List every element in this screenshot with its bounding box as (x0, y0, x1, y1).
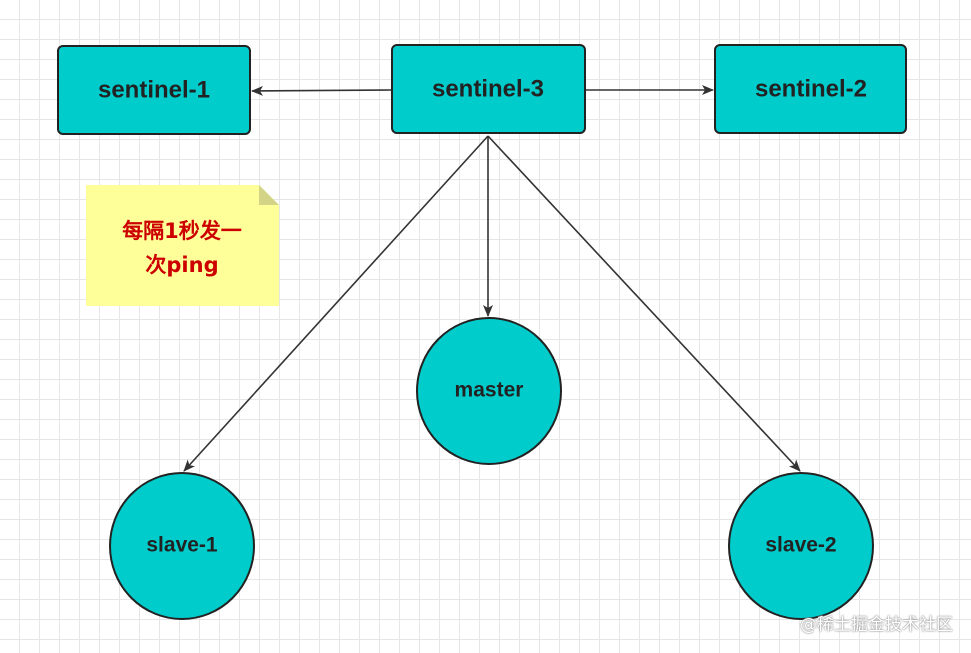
ping-note: 每隔1秒发一 次ping (86, 185, 279, 306)
sentinel-3-label: sentinel-3 (432, 75, 544, 102)
slave-1-label: slave-1 (146, 534, 218, 557)
slave-1-node: slave-1 (109, 472, 255, 620)
edges (183, 85, 801, 472)
sentinel-2-label: sentinel-2 (755, 75, 867, 102)
note-line-2: 次ping (145, 253, 218, 277)
edge-sentinel-3-to-sentinel-1 (251, 85, 393, 96)
sentinel-1-node: sentinel-1 (57, 45, 251, 135)
sentinel-1-label: sentinel-1 (98, 76, 210, 103)
slave-2-label: slave-2 (765, 534, 836, 557)
slave-2-node: slave-2 (728, 472, 874, 620)
watermark: @稀土掘金技术社区 (800, 615, 953, 635)
master-node: master (416, 317, 562, 465)
master-label: master (455, 379, 524, 402)
note-line-1: 每隔1秒发一 (122, 219, 242, 243)
edge-sentinel-3-to-slave-2 (487, 135, 801, 472)
sentinel-3-node: sentinel-3 (391, 44, 586, 134)
sentinel-2-node: sentinel-2 (714, 44, 907, 134)
edge-sentinel-3-to-slave-1 (183, 135, 489, 472)
